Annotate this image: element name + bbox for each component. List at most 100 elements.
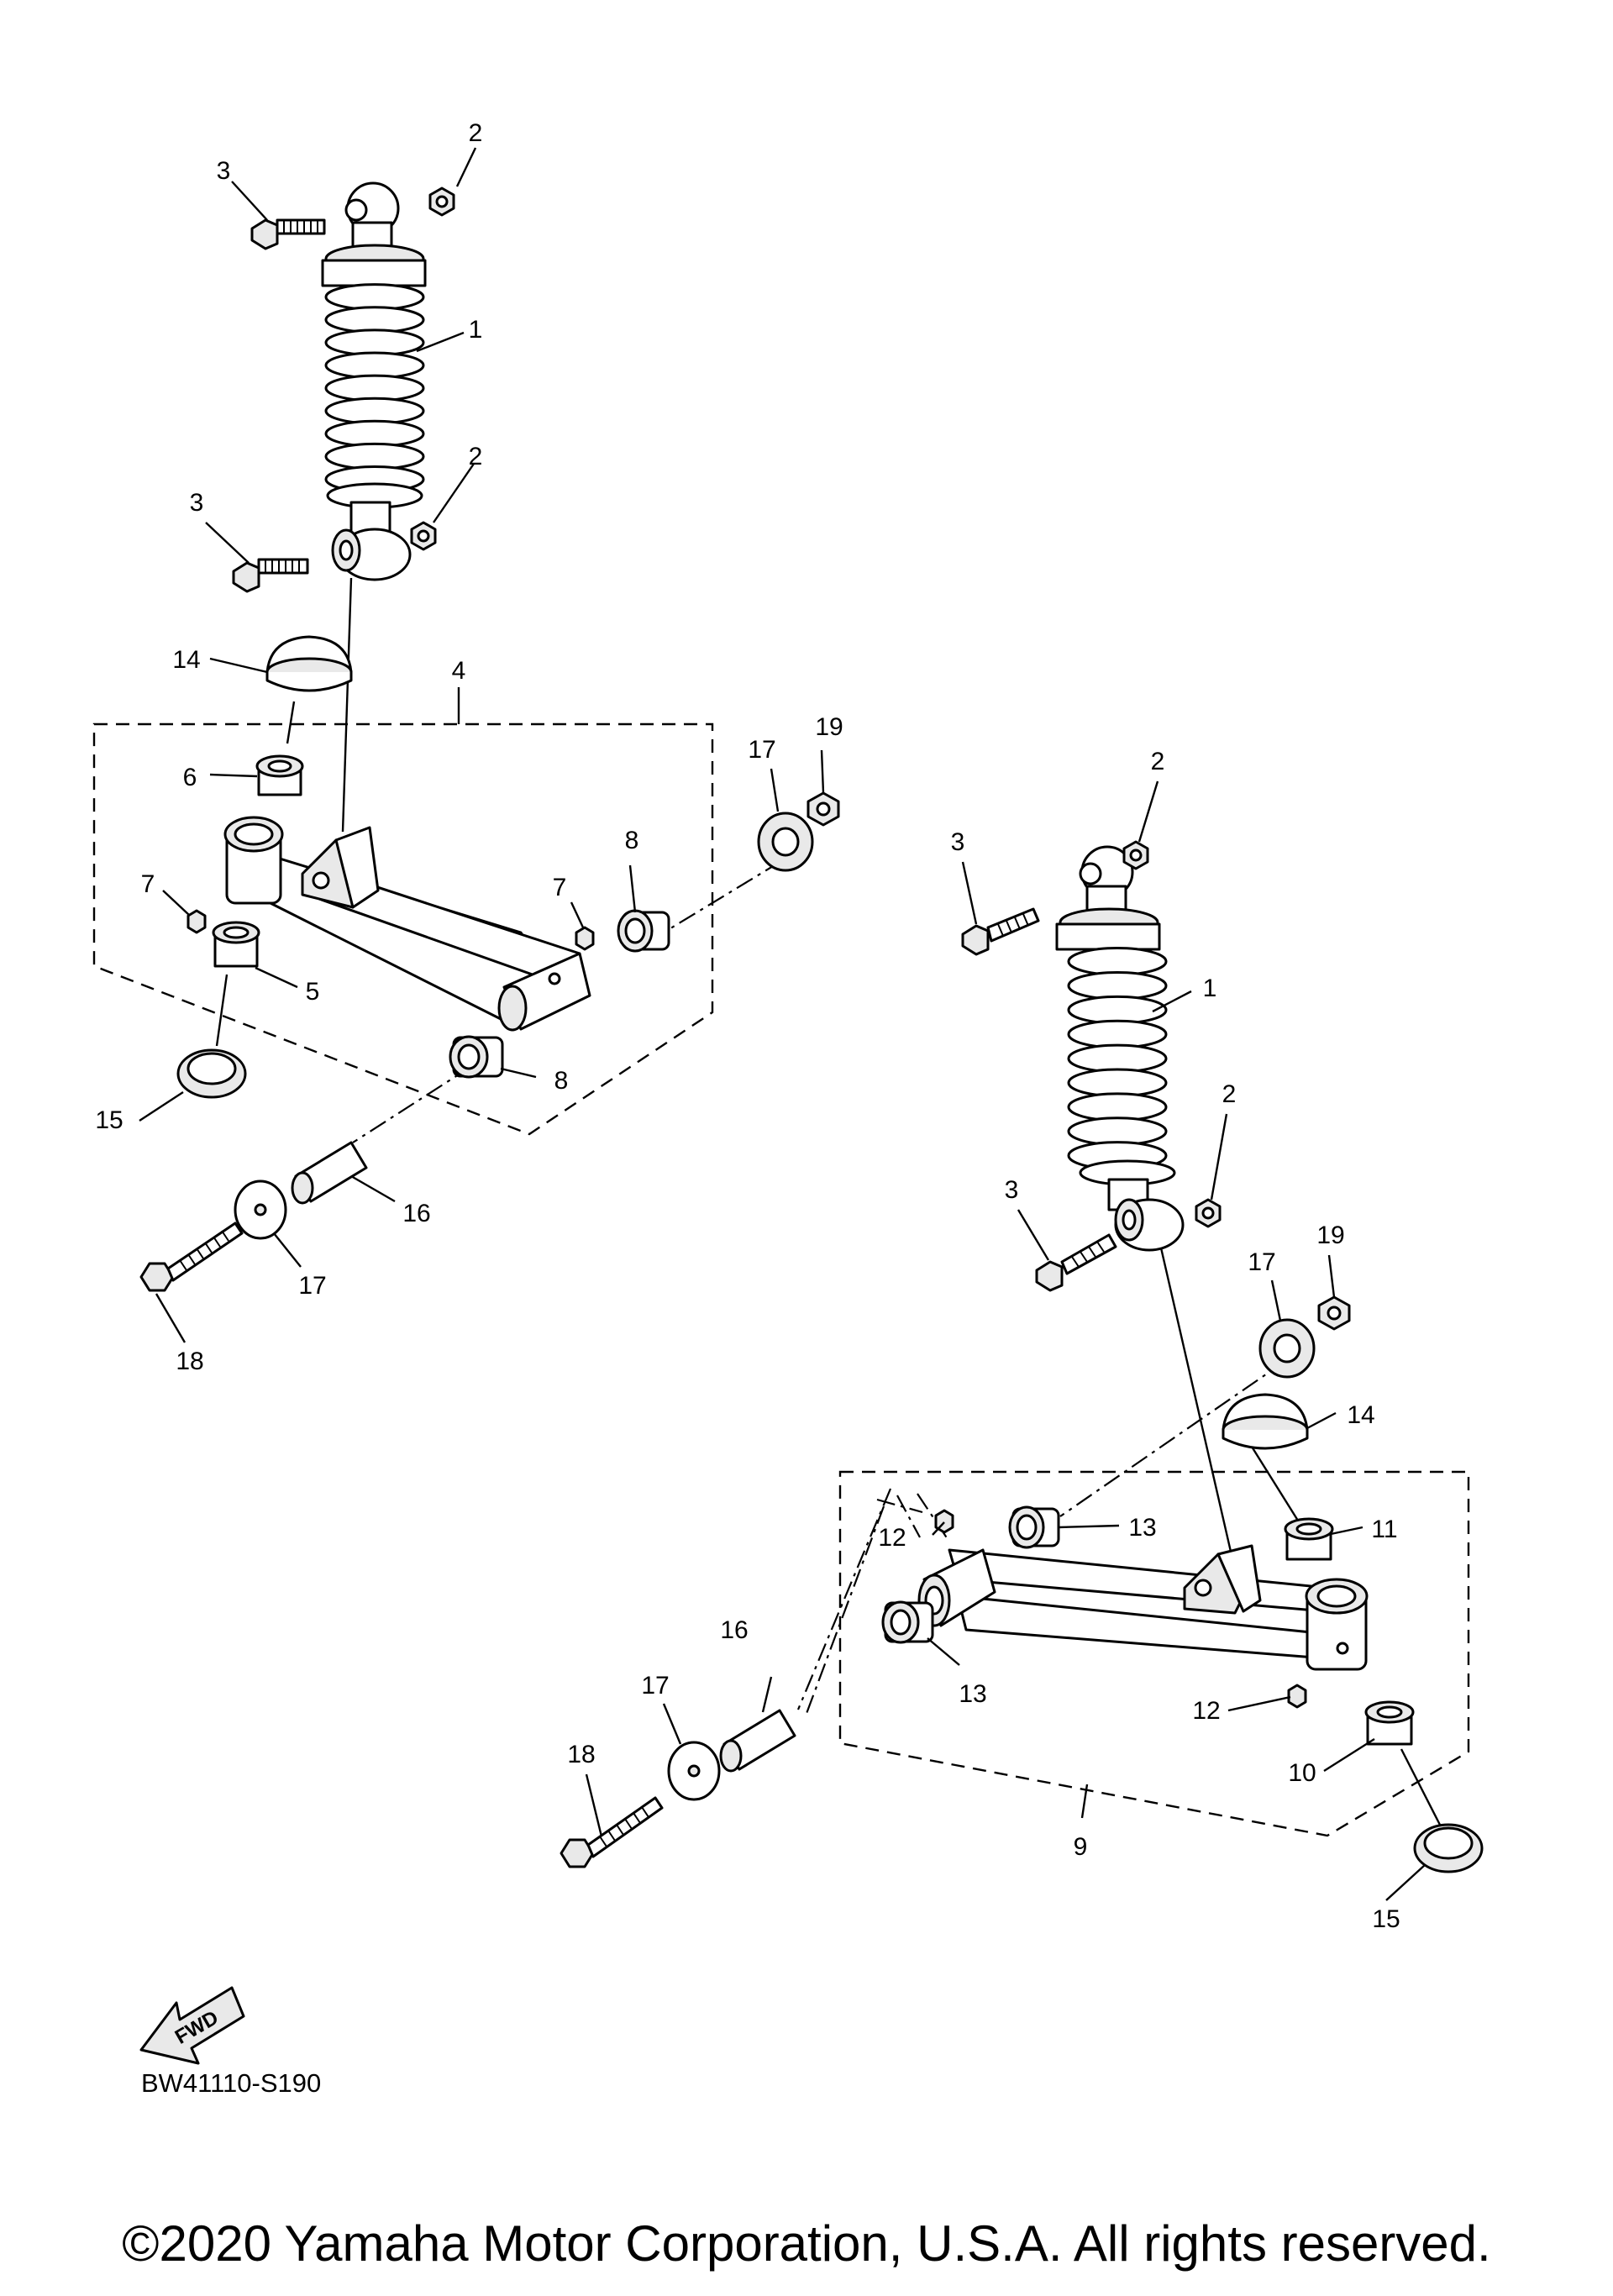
left-assembly: 2 3 1 2 3 4 14 6 7 7 5 8 8 15 17 19 16 1… [92,119,843,1375]
callout-1: 1 [469,316,483,344]
guide-line [341,577,353,833]
guide-line [1400,1748,1445,1832]
bolt-icon [232,558,309,593]
spring-coil [1067,1092,1168,1122]
callout-17: 17 [298,1272,326,1300]
shock-absorber [321,181,427,581]
guide-line [1250,1446,1304,1528]
guide-line [876,1498,923,1514]
fwd-arrow-icon: FWD [139,1986,245,2065]
spring-coil [1067,1068,1168,1098]
arm-assembly-boundary [92,722,714,1136]
washer-icon [234,1180,287,1240]
callout-labels: 2 3 1 2 3 4 14 6 7 7 5 8 8 15 17 19 16 1… [95,119,843,1375]
right-assembly: 2 3 1 2 3 17 19 14 11 12 13 13 12 10 9 1… [560,748,1484,1933]
guide-line [215,974,229,1047]
guide-line [352,1066,471,1143]
cap-icon [265,635,353,692]
spring-coil [1067,1116,1168,1147]
callout-8: 8 [625,827,639,854]
spring-coil [324,374,425,402]
bolt-icon [1035,1233,1117,1292]
seal-icon [176,1048,247,1099]
spring-coil [1067,1019,1168,1049]
callout-6: 6 [183,764,197,791]
spring-coil [324,328,425,357]
callout-16: 16 [720,1616,748,1644]
callout-1: 1 [1203,975,1217,1002]
grease-nipple-icon [187,909,207,934]
a-arm [917,1544,1369,1671]
a-arm [223,816,591,1032]
callout-14: 14 [172,646,200,674]
callout-7: 7 [141,870,155,898]
spring-coil [324,306,425,334]
callout-9: 9 [1074,1833,1088,1861]
nut-icon [428,187,455,217]
washer-icon [667,1741,721,1801]
callout-3: 3 [1005,1176,1019,1204]
guide-line [917,1493,950,1542]
spring-coil [324,283,425,311]
bushing-icon [1284,1517,1334,1561]
bushing-icon [212,921,260,968]
spring-coil [1067,947,1168,976]
callout-16: 16 [402,1200,430,1227]
guide-line [1059,1360,1286,1517]
collar-icon [719,1709,796,1773]
guide-line [663,860,782,933]
seal-icon [1413,1823,1484,1873]
guide-line [896,1495,921,1538]
callout-19: 19 [815,713,843,741]
nut-icon [806,791,840,827]
callout-3: 3 [190,489,204,517]
nut-icon [1317,1295,1351,1331]
spring-coil [1067,970,1168,1001]
callout-labels: 2 3 1 2 3 17 19 14 11 12 13 13 12 10 9 1… [567,748,1400,1933]
callout-12: 12 [1192,1697,1220,1725]
spring-coil [324,397,425,425]
collar-icon [291,1141,368,1205]
bushing-icon [255,754,304,796]
callout-18: 18 [567,1741,595,1768]
spring-coil [324,442,425,470]
copyright-notice: ©2020 Yamaha Motor Corporation, U.S.A. A… [122,2215,1491,2272]
washer-icon [757,812,814,872]
bushing-icon [617,909,670,953]
leader-lines [585,780,1426,1901]
nut-icon [410,521,437,551]
bolt-icon [250,218,326,250]
callout-11: 11 [1371,1516,1397,1543]
shock-absorber [1055,845,1185,1252]
guide-line [803,1505,885,1719]
spring-coil [1067,995,1168,1025]
bushing-icon [1008,1505,1060,1549]
callout-7: 7 [553,874,567,901]
diagram-code: BW41110-S190 [141,2068,321,2098]
leader-lines [139,147,825,1343]
callout-15: 15 [95,1106,123,1134]
callout-12: 12 [878,1524,906,1552]
cap-icon [1222,1393,1309,1450]
callout-13: 13 [1128,1514,1156,1542]
callout-3: 3 [951,828,965,856]
grease-nipple-icon [575,926,595,951]
callout-17: 17 [748,736,775,764]
spring-coil [324,419,425,448]
arm-assembly-boundary [838,1470,1470,1837]
grease-nipple-icon [1287,1684,1307,1709]
nut-icon [1122,840,1149,870]
callout-10: 10 [1288,1759,1316,1787]
callout-2: 2 [1222,1080,1237,1108]
callout-2: 2 [469,119,483,147]
callout-19: 19 [1316,1222,1344,1249]
bolt-icon [961,907,1040,956]
bolt-icon [139,1222,244,1292]
guide-line [796,1488,892,1710]
nut-icon [1195,1198,1222,1228]
callout-4: 4 [452,657,466,685]
callout-14: 14 [1347,1401,1374,1429]
bushing-icon [449,1035,504,1079]
callout-5: 5 [306,978,320,1006]
